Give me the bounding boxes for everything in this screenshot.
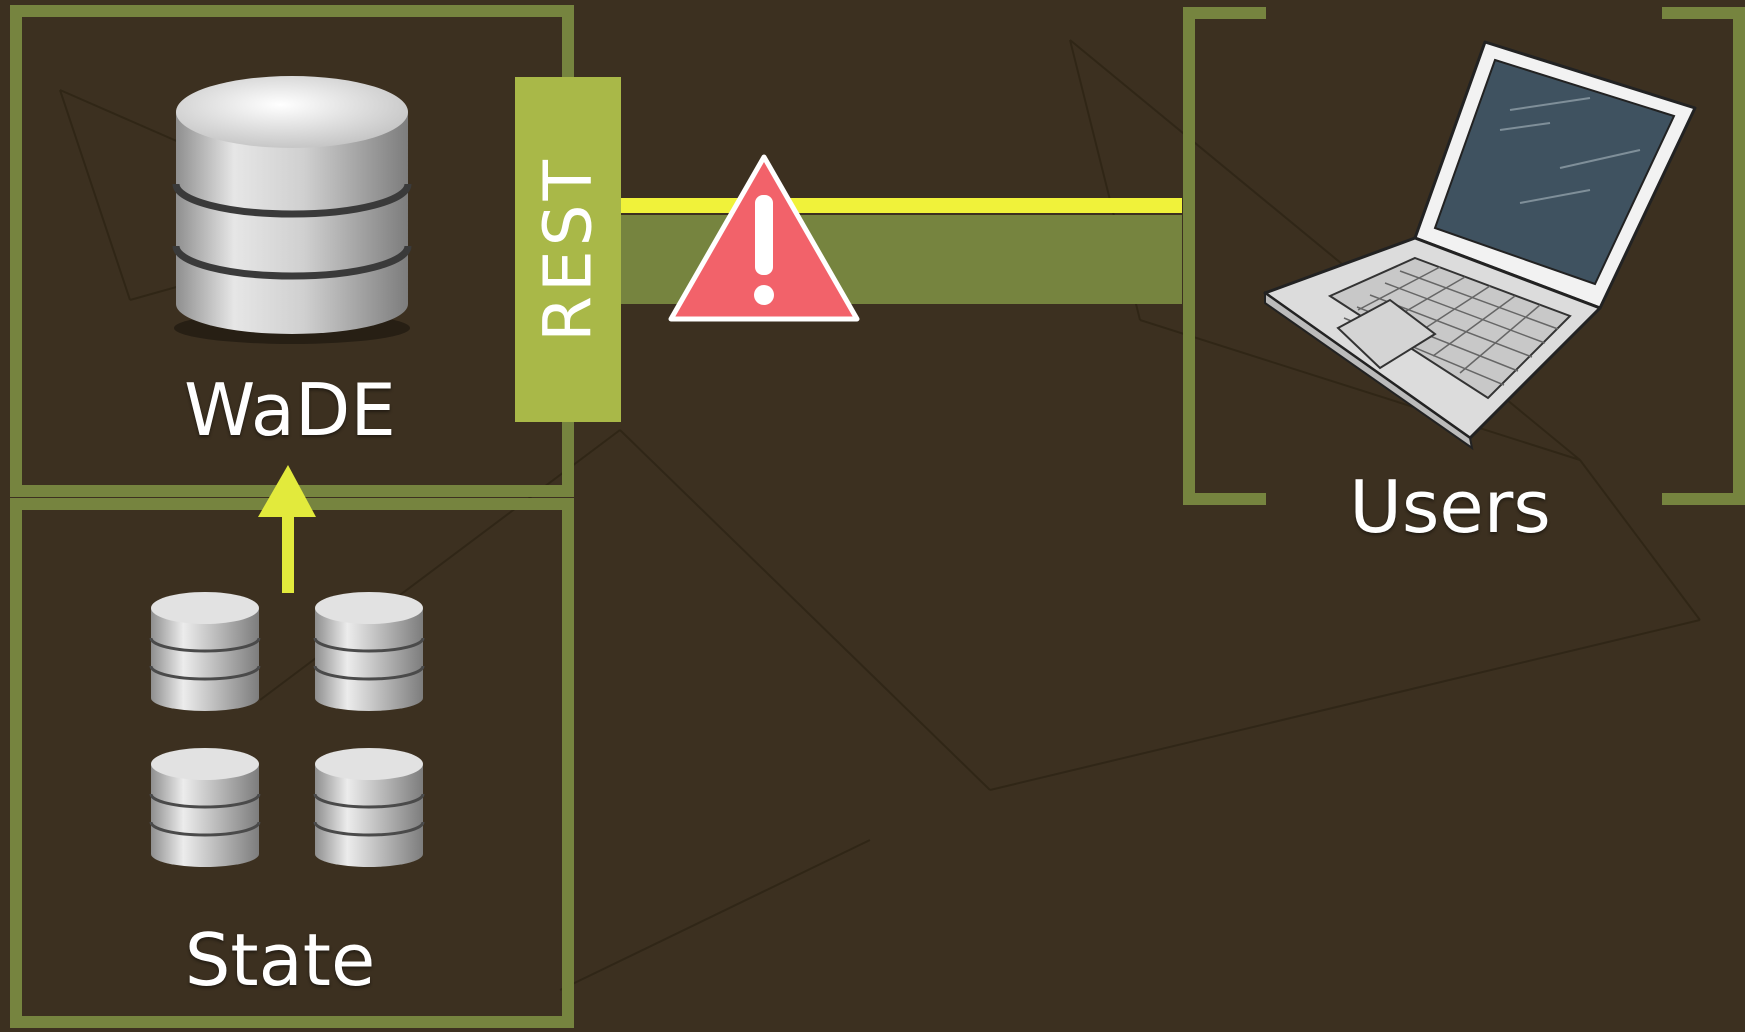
state-label: State: [184, 918, 376, 1002]
state-panel: [10, 498, 574, 1028]
rest-api-block: REST: [515, 77, 621, 422]
database-icon: [172, 76, 412, 344]
rest-label: REST: [529, 156, 607, 342]
wade-label: WaDE: [184, 368, 396, 452]
laptop-icon: [1263, 40, 1697, 451]
database-icon: [313, 748, 425, 867]
database-icon: [149, 748, 261, 867]
database-icon: [149, 592, 261, 711]
users-label: Users: [1349, 465, 1551, 549]
warning-icon: [668, 154, 860, 322]
state-databases: [149, 592, 425, 867]
arrow-up-icon: [258, 465, 316, 593]
database-icon: [313, 592, 425, 711]
